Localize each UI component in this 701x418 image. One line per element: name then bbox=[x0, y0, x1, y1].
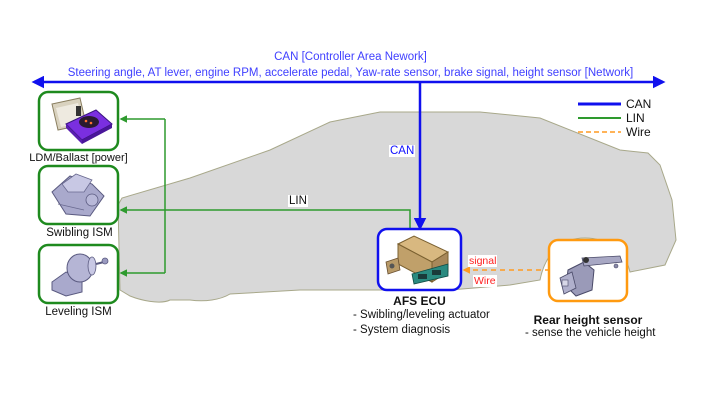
leveling-actuator-icon bbox=[51, 253, 109, 297]
can-network-signals: Steering angle, AT lever, engine RPM, ac… bbox=[67, 67, 634, 79]
legend-can-label: CAN bbox=[626, 97, 652, 111]
can-connection-label: CAN bbox=[389, 145, 416, 157]
lin-connection-label: LIN bbox=[288, 195, 308, 207]
rear-height-sensor-title: Rear height sensor bbox=[533, 313, 643, 327]
signal-label: signal bbox=[468, 255, 498, 267]
wire-label: Wire bbox=[473, 275, 497, 287]
swivel-actuator-icon bbox=[51, 173, 105, 217]
ballast-module-icon bbox=[51, 97, 113, 144]
leveling-ism-label: Leveling ISM bbox=[45, 306, 112, 318]
can-network-title: CAN [Controller Area Nework] bbox=[274, 51, 427, 63]
legend-wire-label: Wire bbox=[626, 125, 651, 139]
swibling-ism-label: Swibling ISM bbox=[42, 227, 117, 239]
height-sensor-icon bbox=[559, 255, 623, 297]
lin-line-main bbox=[119, 206, 411, 228]
ecu-module-icon bbox=[385, 235, 450, 285]
ldm-ballast-label: LDM/Ballast [power] bbox=[29, 152, 128, 164]
afs-ecu-title: AFS ECU bbox=[393, 294, 446, 308]
legend-lin-label: LIN bbox=[626, 111, 645, 125]
rear-height-sensor-detail: - sense the vehicle height bbox=[525, 327, 656, 339]
afs-ecu-detail-1: - Swibling/leveling actuator bbox=[353, 309, 490, 321]
afs-ecu-detail-2: - System diagnosis bbox=[353, 324, 451, 336]
